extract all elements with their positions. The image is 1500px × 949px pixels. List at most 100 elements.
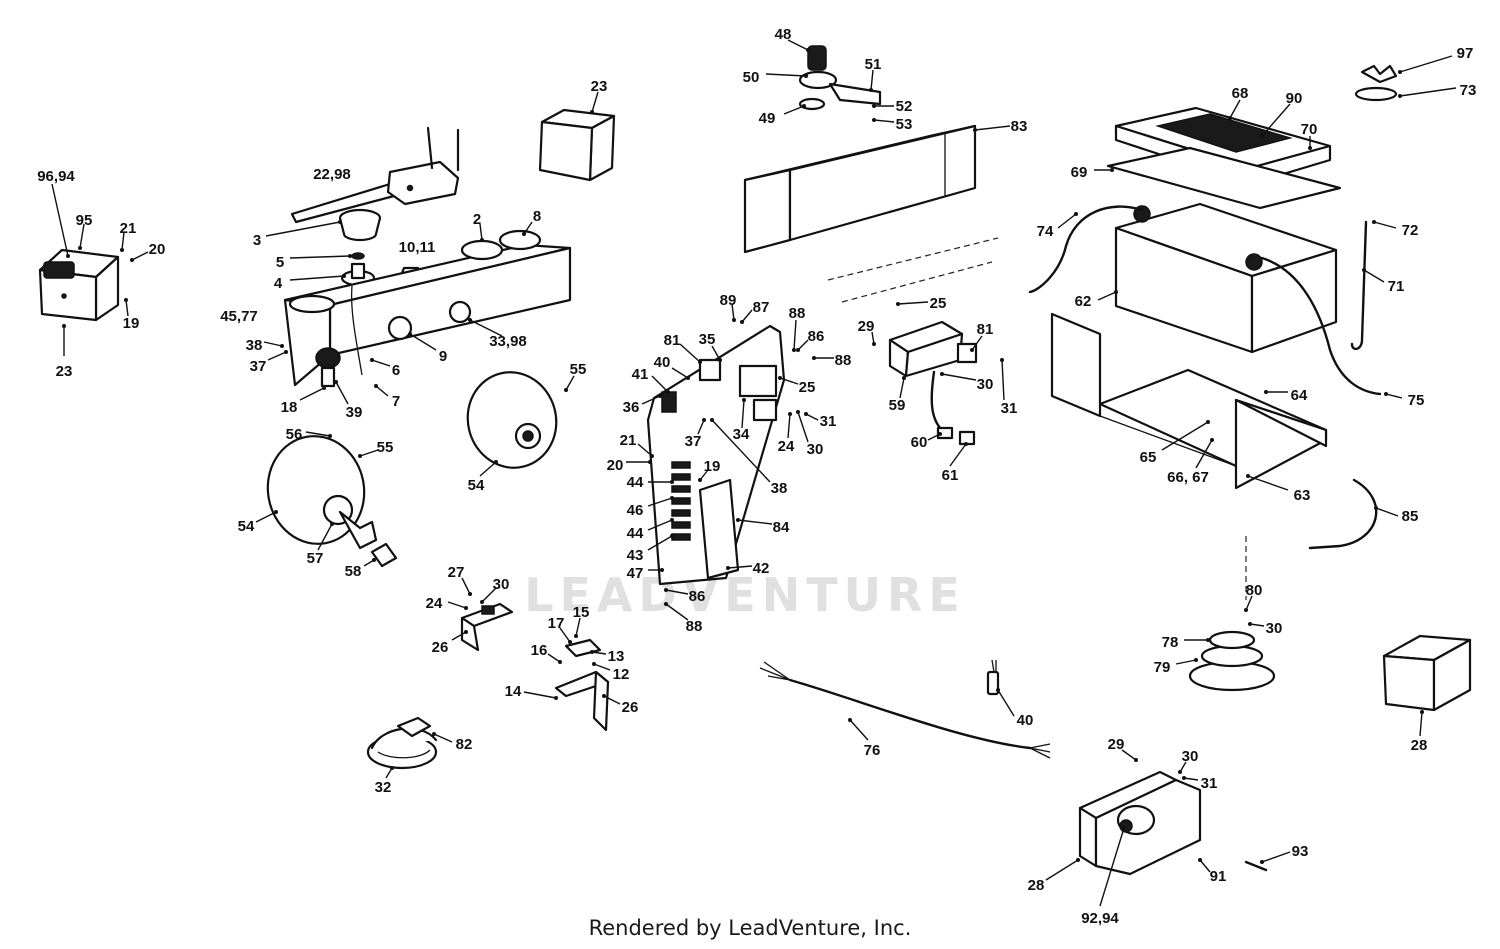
callout-point-c116 <box>1198 858 1202 862</box>
callout-label-c114: 93 <box>1292 843 1309 860</box>
callout-label-c53: 30 <box>807 441 824 458</box>
callout-label-c50: 31 <box>820 413 837 430</box>
callout-point-c37 <box>973 128 977 132</box>
callout-leader-c72 <box>1001 359 1005 401</box>
callout-label-c27: 54 <box>468 477 485 494</box>
cable-85 <box>1308 478 1378 550</box>
callout-leader-c74 <box>949 443 967 467</box>
callout-point-c61 <box>736 518 740 522</box>
callout-leader-c43 <box>679 343 701 363</box>
callout-leader-c20 <box>299 387 325 401</box>
callout-leader-c92 <box>481 587 497 603</box>
callout-point-c24 <box>564 388 568 392</box>
switch-box-23-center <box>538 108 616 182</box>
callout-label-c35: 49 <box>759 110 776 127</box>
callout-label-c29: 57 <box>307 550 324 567</box>
callout-label-c44: 35 <box>699 331 716 348</box>
callout-label-c57: 38 <box>771 480 788 497</box>
footer-credit: Rendered by LeadVenture, Inc. <box>588 916 912 940</box>
callout-label-c93: 24 <box>426 595 443 612</box>
callout-leader-c26 <box>359 449 379 457</box>
callout-label-c64: 47 <box>627 565 644 582</box>
callout-leader-c1 <box>51 183 69 257</box>
cover-panel-83 <box>743 124 977 254</box>
callout-label-c56: 19 <box>704 458 721 475</box>
callout-leader-c62 <box>647 535 673 551</box>
callout-point-c21 <box>334 380 338 384</box>
callout-point-c51 <box>702 418 706 422</box>
callout-leader-c81 <box>1373 221 1397 229</box>
callout-point-c53 <box>796 410 800 414</box>
callout-point-c34 <box>872 104 876 108</box>
callout-label-c62: 43 <box>627 547 644 564</box>
callout-label-c60: 44 <box>627 525 644 542</box>
callout-label-c14: 45,77 <box>220 308 258 325</box>
callout-point-c76 <box>1260 134 1264 138</box>
callout-point-c5 <box>124 298 128 302</box>
callout-leader-c101 <box>603 695 621 705</box>
callout-label-c86: 75 <box>1408 392 1425 409</box>
callout-leader-c45 <box>671 367 689 379</box>
callout-leader-c111 <box>1121 749 1137 761</box>
callout-label-c58: 44 <box>627 474 644 491</box>
control-panel <box>283 229 572 387</box>
callout-leader-c41 <box>797 339 809 351</box>
callout-point-c17 <box>284 350 288 354</box>
nut-4 <box>340 262 376 287</box>
callout-leader-c48 <box>641 395 661 405</box>
callout-leader-c51 <box>697 419 705 435</box>
callout-label-c20: 18 <box>281 399 298 416</box>
callout-label-c2: 95 <box>76 212 93 229</box>
callout-point-c8 <box>338 220 342 224</box>
callout-label-c97: 13 <box>608 648 625 665</box>
callout-label-c8: 3 <box>253 232 261 249</box>
callout-label-c9: 5 <box>276 254 284 271</box>
callout-label-c61: 84 <box>773 519 790 536</box>
callout-leader-c86 <box>1385 393 1403 399</box>
callout-label-c73: 60 <box>911 434 928 451</box>
callout-label-c4: 20 <box>149 241 166 258</box>
callout-label-c106: 80 <box>1246 582 1263 599</box>
callout-leader-c21 <box>335 381 349 405</box>
callout-label-c6: 23 <box>56 363 73 380</box>
pulley-78-79 <box>1188 536 1276 692</box>
callout-label-c46: 41 <box>632 366 649 383</box>
callout-point-c111 <box>1134 758 1138 762</box>
callout-leader-c4 <box>131 251 149 261</box>
callout-leader-c47 <box>779 377 799 385</box>
callout-label-c47: 25 <box>799 379 816 396</box>
callout-leader-c94 <box>575 617 581 637</box>
callout-point-c115 <box>1076 858 1080 862</box>
callout-label-c100: 14 <box>505 683 522 700</box>
callout-leader-c13 <box>289 275 345 281</box>
callout-point-c18 <box>370 358 374 362</box>
callout-label-c45: 40 <box>654 354 671 371</box>
callout-point-c12 <box>522 232 526 236</box>
callout-label-c101: 26 <box>622 699 639 716</box>
callout-leader-c89 <box>1247 475 1289 491</box>
callout-leader-c28 <box>255 511 277 523</box>
callout-leader-c84 <box>1097 291 1117 301</box>
callout-point-c77 <box>1308 146 1312 150</box>
callout-point-c42 <box>812 356 816 360</box>
callout-leader-c102 <box>433 733 453 743</box>
callout-point-c86 <box>1384 392 1388 396</box>
callout-leader-c98 <box>547 653 561 663</box>
callout-leader-c59 <box>647 497 673 507</box>
callout-leader-c17 <box>267 351 287 361</box>
callout-label-c48: 36 <box>623 399 640 416</box>
callout-leader-c113 <box>1183 777 1199 781</box>
callout-label-c54: 21 <box>620 432 637 449</box>
callout-leader-c46 <box>651 375 669 393</box>
callout-label-c75: 68 <box>1232 85 1249 102</box>
callout-point-c26 <box>358 454 362 458</box>
callout-point-c94 <box>574 634 578 638</box>
callout-point-c49 <box>742 398 746 402</box>
callout-point-c50 <box>804 412 808 416</box>
callout-label-c36: 53 <box>896 116 913 133</box>
callout-point-c95 <box>568 640 572 644</box>
callout-leader-c8 <box>265 221 341 237</box>
callout-point-c74 <box>964 442 968 446</box>
callout-point-c66 <box>664 602 668 606</box>
wing-nut-97 <box>1354 64 1398 102</box>
